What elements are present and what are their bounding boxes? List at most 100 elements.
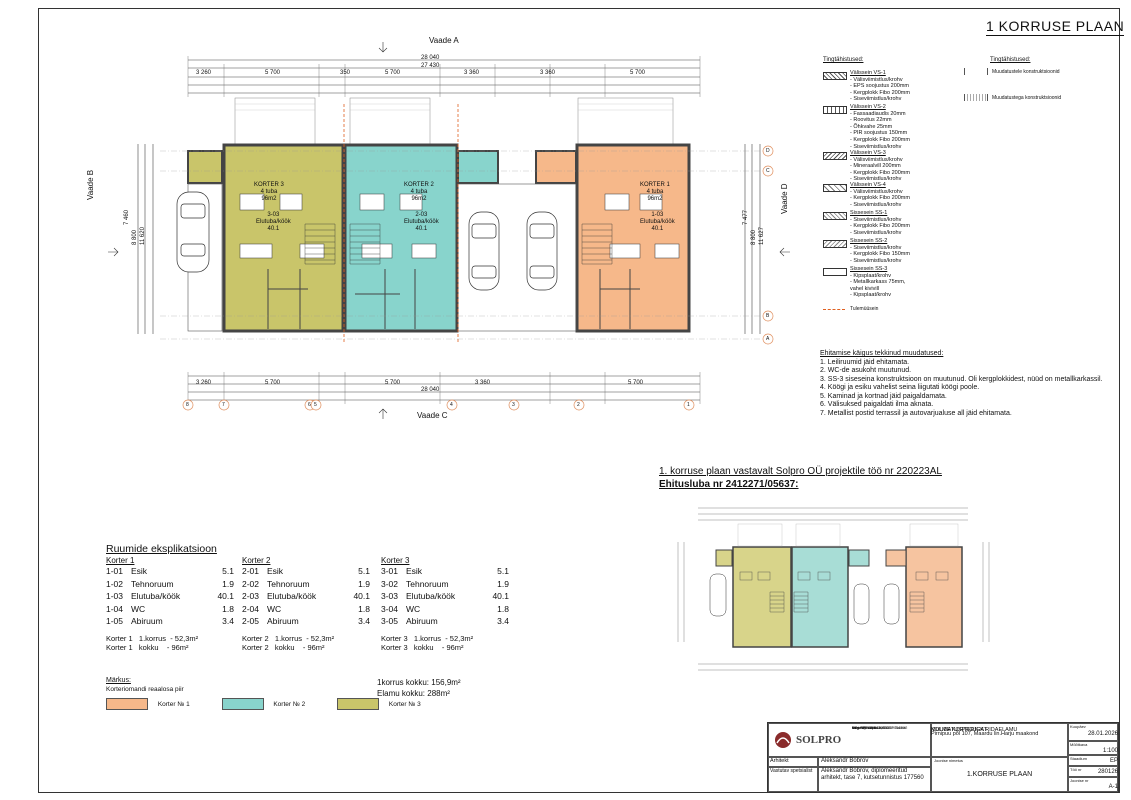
apartment-2-area-text: 96m2 [411,196,427,202]
left-dim-3: 11 620 [140,227,146,245]
apartment-2-rooms: 4 tuba [410,189,428,195]
markus-title: Märkus: [106,677,131,684]
fire-walls [343,104,459,344]
korter-2-header: Korter 2 [242,556,271,565]
legend-line: - Kipsplaat/krohv [850,272,891,279]
room-name: Esik [406,566,423,577]
legend-title-left: Tingtähistused: [823,57,864,63]
room-area: 3.4 [497,616,509,627]
top-dimension-lines [137,56,761,404]
room-id: 1-03 [106,591,124,602]
tb-joonise-label: Joonise nimetus [934,758,963,763]
korter-2-sum-total: Korter 2 kokku - 96m² [242,642,325,652]
room-area: 5.1 [222,566,234,577]
legend-line: - Kergplokk Fibo 200mm [850,223,910,230]
axis-num-2: 2 [577,402,580,408]
room-3-03-id: 3-03 [267,212,280,218]
view-b-label: Vaade B [86,169,95,200]
room-id: 1-05 [106,616,124,627]
tb-cell [1068,766,1118,777]
legend-ss-2-swatch [823,240,847,248]
bottom-total-dimension: 28 040 [421,387,440,393]
legend-line: - Õhkvahe 25mm [850,123,893,130]
tb-drawing-name: 1.KORRUSE PLAAN [966,771,1033,778]
tb-cell [768,767,818,792]
bottom-dim-5: 5 700 [628,380,644,386]
legend-line: vahel kivivill [850,285,880,292]
legend-line: - Siseviimistlus/krohv [850,229,902,236]
room-name: Tehnoruum [131,578,174,589]
legend-ss-3-name: Sissesein SS-3 [850,266,888,272]
legend-line: - Siseviimistlus/krohv [850,143,902,150]
total-building: Elamu kokku: 288m² [377,689,450,698]
tb-company-cell [768,723,931,757]
axis-label-d: D [766,148,770,154]
legend-right-item-1: Muudatustele konstruktsioonid [992,69,1060,75]
room-area: 40.1 [492,591,509,602]
legend-line: - EPS soojustus 200mm [850,83,909,90]
room-2-03-id: 2-03 [415,212,428,218]
legend-ss-2-name: Sissesein SS-2 [850,238,888,244]
legend-line: - Siseviimistlus/krohv [850,201,902,208]
apartment-1-area-text: 96m2 [647,196,663,202]
tb-company-info-line: Vilise Pesta tn 2, 11415 Tallinn [852,725,907,730]
room-id: 1-02 [106,578,124,589]
room-id: 2-02 [242,578,260,589]
top-dim-6: 3 360 [540,70,556,76]
tb-cell [1068,723,1118,741]
top-dim-3: 350 [340,70,351,76]
top-dim-7: 5 700 [630,70,646,76]
apartment-3-area-text: 96m2 [261,196,277,202]
korter-1-sum-total: Korter 1 kokku - 96m² [106,642,189,652]
legend-vs-2-name: Välissein VS-2 [850,104,886,110]
room-area: 1.9 [497,578,509,589]
tb-cell [1068,777,1118,792]
bottom-dim-3: 5 700 [385,380,401,386]
room-name: Elutuba/köök [406,591,456,602]
inset-subtitle: Ehitusluba nr 2412271/05637: [659,479,799,490]
legend-ss-3-swatch [823,268,847,276]
axis-num-5: 5 [314,402,317,408]
korter-3-swatch [337,698,380,710]
change-item: 4. Köögi ja esiku vahelist seina liiguta… [820,384,980,391]
room-3-03-area: 40.1 [267,226,280,232]
legend-line: - Kergplokk Fibo 200mm [850,89,910,96]
solpro-logo-icon [775,732,791,748]
tb-sheet: A-1 [1108,784,1118,790]
tb-project-name: KOLME KORTERIGA RIDAELAMU [931,727,1018,733]
korter-3-header: Korter 3 [381,556,410,565]
korter-3-swatch-label: Korter № 3 [388,700,421,708]
tb-cell [818,767,931,792]
legend-ss-2-text: Sissesein SS-2 - Siseviimistlus/krohv - … [850,238,910,264]
room-name: Elutuba/köök [267,591,317,602]
left-dim-2: 8 800 [132,229,138,245]
tb-company-info-line: tel. +372 56 640 850 [852,725,889,730]
room-1-03: 1-03 Elutuba/köök 40.1 [640,212,675,233]
right-dim-2: 8 800 [751,229,757,245]
room-1-03-id: 1-03 [651,212,664,218]
apartment-2-name: KORTER 2 [404,182,434,188]
apartment-1-label: KORTER 1 4 tuba 96m2 [640,182,670,203]
tb-scale-label: Mõõtkava [1070,742,1088,747]
legend-vs-3-text: Välissein VS-3 - Välisviimistlus/krohv -… [850,150,910,183]
legend-line: - Kipsplaat/krohv [850,292,891,299]
room-area: 5.1 [358,566,370,577]
legend-ss-1-text: Sissesein SS-1 - Siseviimistlus/krohv - … [850,210,910,236]
room-id: 1-04 [106,603,124,614]
drawing-sheet-border [38,8,1120,793]
room-3-03: 3-03 Elutuba/köök 40.1 [256,212,291,233]
tb-company-info-line: Reg.NR.11961323 EEP001802 [852,725,908,730]
tb-project-sub: MUUDATUSPROJEKT [931,727,988,733]
korter-1-swatch [106,698,148,710]
